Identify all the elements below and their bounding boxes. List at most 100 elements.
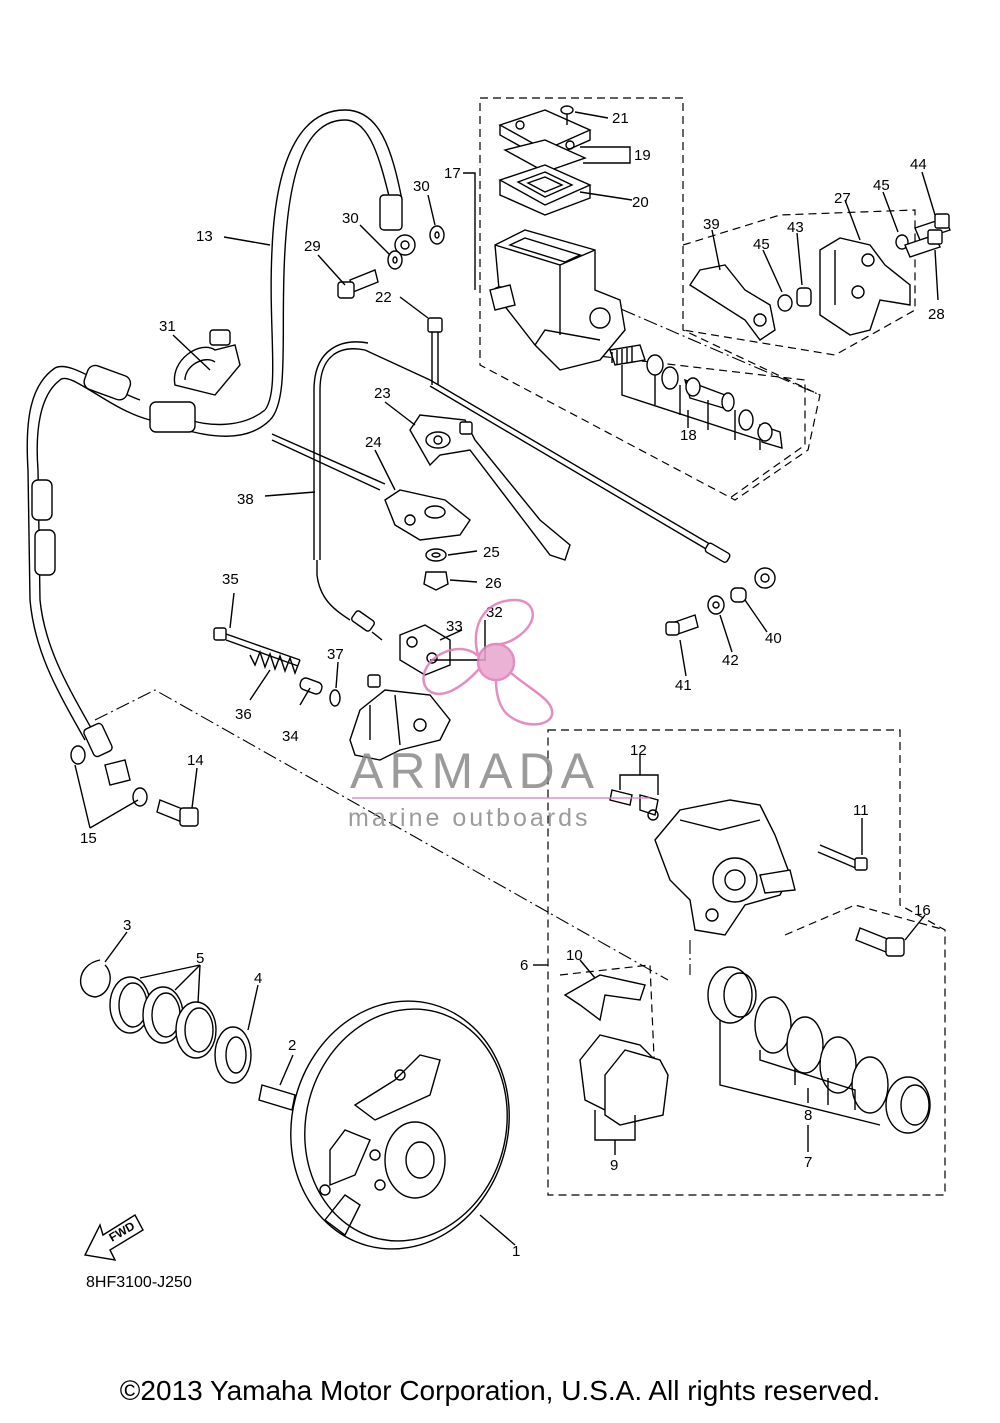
callout-18: 18: [680, 427, 697, 444]
bolt-41: [665, 614, 699, 636]
parking-bracket: [349, 674, 451, 761]
washer-25: [425, 548, 447, 562]
rings-5: [109, 976, 217, 1059]
callout-27: 27: [834, 190, 851, 207]
callout-28: 28: [928, 306, 945, 323]
callout-32: 32: [486, 604, 503, 621]
collar-40: [730, 587, 747, 603]
hose-clamp-31: [173, 329, 241, 396]
callout-9: 9: [610, 1157, 618, 1174]
plate-32-33: [399, 624, 451, 676]
screw-21: [560, 105, 574, 125]
bolt-44: [914, 213, 951, 241]
collar-34: [299, 677, 323, 695]
key-2: [258, 1084, 296, 1111]
callout-1: 1: [512, 1243, 520, 1260]
callout-26: 26: [485, 575, 502, 592]
callout-8: 8: [804, 1107, 812, 1124]
callout-30b: 30: [413, 178, 430, 195]
brake-lever-23: [409, 414, 571, 561]
circlip-3: [79, 959, 111, 998]
callout-23: 23: [374, 385, 391, 402]
part-code: 8HF3100-J250: [86, 1274, 192, 1291]
callout-12: 12: [630, 742, 647, 759]
propeller-logo-icon: [422, 598, 554, 726]
callout-43: 43: [787, 219, 804, 236]
washer-45a: [777, 294, 793, 312]
nut-26: [423, 571, 449, 591]
fwd-arrow-icon: FWD: [83, 1214, 144, 1261]
callout-40: 40: [765, 630, 782, 647]
brake-pedal-39: [689, 264, 776, 341]
callout-22: 22: [375, 289, 392, 306]
callout-29: 29: [304, 238, 321, 255]
callout-4: 4: [254, 970, 262, 987]
callout-38: 38: [237, 491, 254, 508]
callout-16: 16: [914, 902, 931, 919]
callout-35: 35: [222, 571, 239, 588]
watermark-brand: ARMADA: [350, 743, 600, 799]
caliper-pistons-seals: [707, 966, 931, 1134]
lever-bracket-24: [384, 489, 471, 541]
callout-45b: 45: [873, 177, 890, 194]
bolt-35: [213, 627, 301, 667]
bolt-29: [337, 269, 379, 299]
bolt-22: [427, 317, 443, 385]
master-cylinder-body: [489, 229, 626, 371]
callout-24: 24: [365, 434, 382, 451]
brake-disc-1: [290, 1000, 510, 1250]
washer-30a: [387, 250, 403, 270]
washer-42: [707, 595, 725, 615]
watermark: ARMADA marine outboards: [348, 598, 650, 832]
caliper-bracket-lines: [719, 1020, 881, 1126]
washer-37: [329, 689, 341, 707]
callout-13: 13: [196, 228, 213, 245]
bolt-16: [855, 927, 905, 957]
diaphragm-20: [498, 164, 592, 216]
callout-30a: 30: [342, 210, 359, 227]
callout-33: 33: [446, 618, 463, 635]
bracket-27: [819, 237, 911, 336]
callout-7: 7: [804, 1154, 812, 1171]
kit-18-box: [589, 354, 806, 499]
master-cylinder-group-box: [479, 97, 821, 501]
callout-39: 39: [703, 216, 720, 233]
callout-44: 44: [910, 156, 927, 173]
collar-43: [796, 287, 812, 307]
callout-17: 17: [444, 165, 461, 182]
callout-20: 20: [632, 194, 649, 211]
callout-3: 3: [123, 917, 131, 934]
caliper-group-box: [547, 729, 946, 1196]
callout-21: 21: [612, 110, 629, 127]
callout-6: 6: [520, 957, 528, 974]
callout-31: 31: [159, 318, 176, 335]
kit-18-brackets: [621, 365, 761, 450]
brake-pads-9: [579, 1034, 669, 1126]
washer-4: [214, 1026, 252, 1084]
callout-15: 15: [80, 830, 97, 847]
hose-fitting-top: [379, 194, 416, 256]
caliper-body-6: [654, 799, 796, 936]
washer-30b: [429, 225, 445, 245]
callout-42: 42: [722, 652, 739, 669]
brake-hose-13: [26, 109, 403, 786]
copyright-footer: ©2013 Yamaha Motor Corporation, U.S.A. A…: [119, 1375, 881, 1406]
watermark-tagline: marine outboards: [348, 804, 591, 832]
leader-line-hose: [94, 689, 669, 981]
callout-11: 11: [853, 802, 869, 819]
callout-25: 25: [483, 544, 500, 561]
pedal-group-box: [682, 209, 916, 356]
callout-5: 5: [196, 950, 204, 967]
callout-41: 41: [675, 677, 692, 694]
reservoir-cap-19: [498, 109, 592, 173]
union-bolt-14: [156, 799, 199, 827]
bleed-screw-12: [609, 789, 659, 821]
piston-kit-18: [609, 344, 783, 449]
pad-spring-10: [563, 974, 646, 1022]
callout-19: 19: [634, 147, 651, 164]
pin-11: [817, 844, 868, 871]
spring-36: [249, 649, 301, 676]
brake-cable-38: [271, 341, 776, 641]
